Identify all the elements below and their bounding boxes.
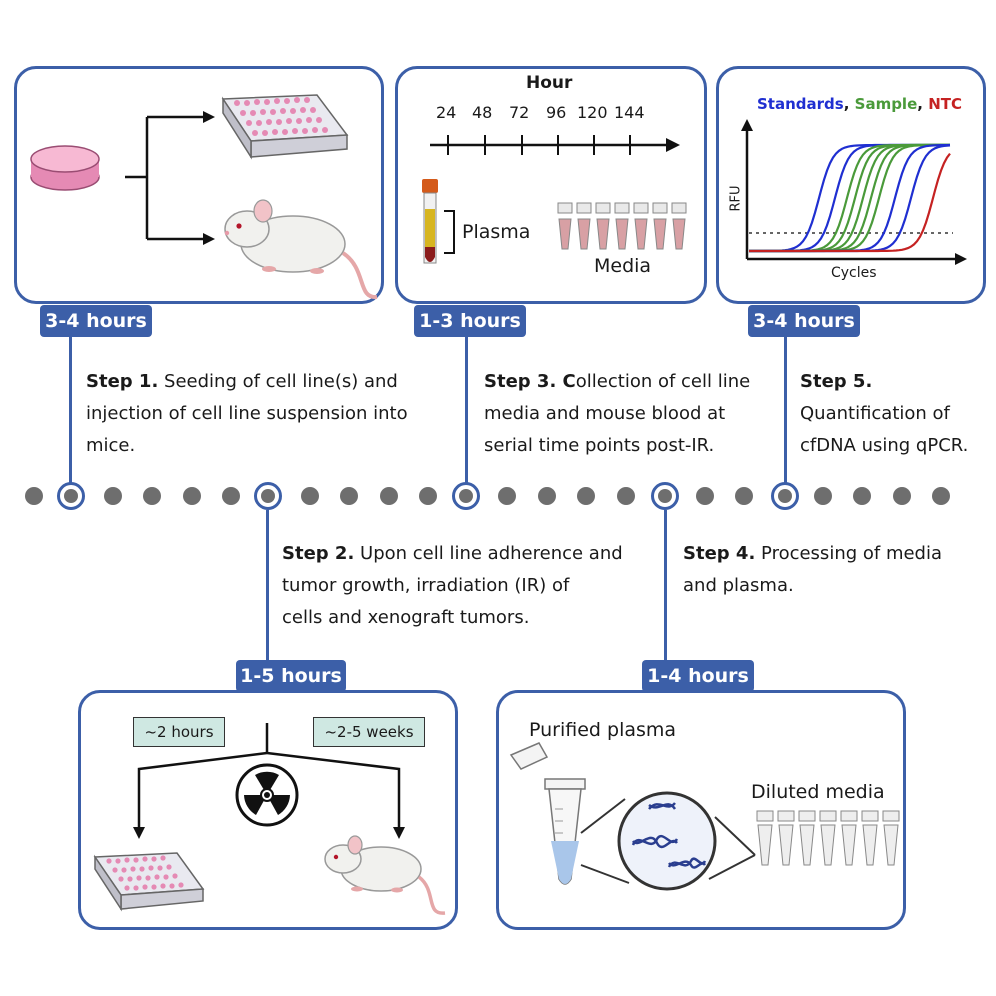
- tick-label: 24: [436, 103, 457, 122]
- plasma-label: Plasma: [462, 221, 531, 243]
- step-line: and plasma.: [683, 575, 794, 596]
- panel-irradiation: ~2 hours ~2-5 weeks: [78, 690, 458, 930]
- chart-legend: Standards, Sample, NTC: [757, 95, 962, 113]
- step-line: mice.: [86, 435, 136, 456]
- dna-magnifier-icon: [617, 791, 717, 891]
- qpcr-amplification-plot: [741, 119, 967, 265]
- panel-processing: Purified plasma Diluted media: [496, 690, 906, 930]
- timeline-dot: [419, 487, 437, 505]
- tick-label: 72: [509, 103, 530, 122]
- timeline-milestone-step-2: [254, 482, 282, 510]
- step-line: tumor growth, irradiation (IR) of: [282, 575, 570, 596]
- timeline-dot: [183, 487, 201, 505]
- timeline-dot: [538, 487, 556, 505]
- legend-standards: Standards: [757, 95, 844, 113]
- step-line: Quantification of: [800, 403, 950, 424]
- duration-tag: ~2-5 weeks: [313, 717, 425, 747]
- step-line: Seeding of cell line(s) and: [164, 371, 398, 392]
- axis-title: Hour: [526, 73, 573, 93]
- step-line: cells and xenograft tumors.: [282, 607, 530, 628]
- duration-badge: 1-4 hours: [642, 660, 754, 692]
- well-plate-icon: [93, 852, 205, 912]
- step-3-text: Step 3. Collection of cell line media an…: [484, 366, 784, 462]
- timeline-milestone-step-4: [651, 482, 679, 510]
- legend-ntc: NTC: [928, 95, 962, 113]
- connector-line: [465, 337, 468, 483]
- panel-collection: Hour 24 48 72 96 120 144 Plasma Media: [395, 66, 707, 304]
- panel-seeding: [14, 66, 384, 304]
- timeline-dot: [25, 487, 43, 505]
- connector-line: [266, 510, 269, 660]
- step-4-text: Step 4. Processing of media and plasma.: [683, 538, 983, 602]
- diluted-media-label: Diluted media: [751, 781, 885, 803]
- microcentrifuge-tube-icon: [509, 742, 586, 885]
- timeline-milestone-step-5: [771, 482, 799, 510]
- step-line: Upon cell line adherence and: [360, 543, 623, 564]
- timeline-dot: [696, 487, 714, 505]
- diluted-media-tubes-icon: [756, 810, 900, 866]
- timeline-dot: [853, 487, 871, 505]
- timeline-dot: [498, 487, 516, 505]
- duration-badge: 3-4 hours: [40, 305, 152, 337]
- step-line: ollection of cell line: [575, 371, 751, 392]
- step-line: media and mouse blood at: [484, 403, 726, 424]
- step-label: Step 1.: [86, 371, 159, 392]
- step-line: Processing of media: [761, 543, 943, 564]
- timeline-dot: [735, 487, 753, 505]
- connector-line: [664, 510, 667, 660]
- timeline-dot: [222, 487, 240, 505]
- mouse-icon: [224, 199, 378, 299]
- seeding-illustration: [30, 94, 378, 299]
- well-plate-icon: [221, 94, 349, 160]
- connector-line: [784, 337, 787, 483]
- timeline-axis: [422, 135, 687, 264]
- step-label: Step 3. C: [484, 371, 576, 392]
- duration-badge: 1-5 hours: [236, 660, 346, 692]
- step-label: Step 5.: [800, 371, 873, 392]
- timeline-dot: [577, 487, 595, 505]
- step-1-text: Step 1. Seeding of cell line(s) and inje…: [86, 366, 466, 462]
- blood-tube-icon: [422, 179, 438, 264]
- step-line: injection of cell line suspension into: [86, 403, 408, 424]
- timeline-dot: [814, 487, 832, 505]
- timeline-dot: [104, 487, 122, 505]
- x-axis-label: Cycles: [831, 265, 877, 281]
- tick-label: 120: [577, 103, 608, 122]
- step-line: cfDNA using qPCR.: [800, 435, 969, 456]
- timeline-dot: [340, 487, 358, 505]
- timeline-dot: [301, 487, 319, 505]
- radiation-icon: [235, 763, 299, 827]
- legend-separator: ,: [843, 95, 850, 113]
- mouse-icon: [324, 835, 446, 915]
- media-label: Media: [594, 255, 652, 277]
- irradiation-illustration: [93, 723, 446, 915]
- connector-line: [69, 337, 72, 483]
- tick-label: 144: [614, 103, 645, 122]
- panel-qpcr: Standards, Sample, NTC RFU Cycles: [716, 66, 986, 304]
- timeline-dot: [893, 487, 911, 505]
- step-line: serial time points post-IR.: [484, 435, 715, 456]
- step-5-text: Step 5. Quantification of cfDNA using qP…: [800, 366, 990, 462]
- purified-plasma-label: Purified plasma: [529, 719, 677, 741]
- duration-tag: ~2 hours: [133, 717, 225, 747]
- duration-badge: 3-4 hours: [748, 305, 860, 337]
- legend-sample: Sample: [854, 95, 918, 113]
- step-label: Step 4.: [683, 543, 756, 564]
- media-tubes-icon: [557, 202, 687, 250]
- duration-badge: 1-3 hours: [414, 305, 526, 337]
- timeline-dot: [617, 487, 635, 505]
- step-label: Step 2.: [282, 543, 355, 564]
- legend-separator: ,: [917, 95, 923, 113]
- tick-label: 48: [472, 103, 493, 122]
- amplification-curve: [749, 152, 951, 253]
- timeline-dot: [380, 487, 398, 505]
- tick-label: 96: [546, 103, 567, 122]
- timeline-dot: [932, 487, 950, 505]
- timeline-milestone-step-1: [57, 482, 85, 510]
- step-2-text: Step 2. Upon cell line adherence and tum…: [282, 538, 662, 634]
- processing-illustration: [509, 742, 900, 891]
- timeline-dot: [143, 487, 161, 505]
- timeline-milestone-step-3: [452, 482, 480, 510]
